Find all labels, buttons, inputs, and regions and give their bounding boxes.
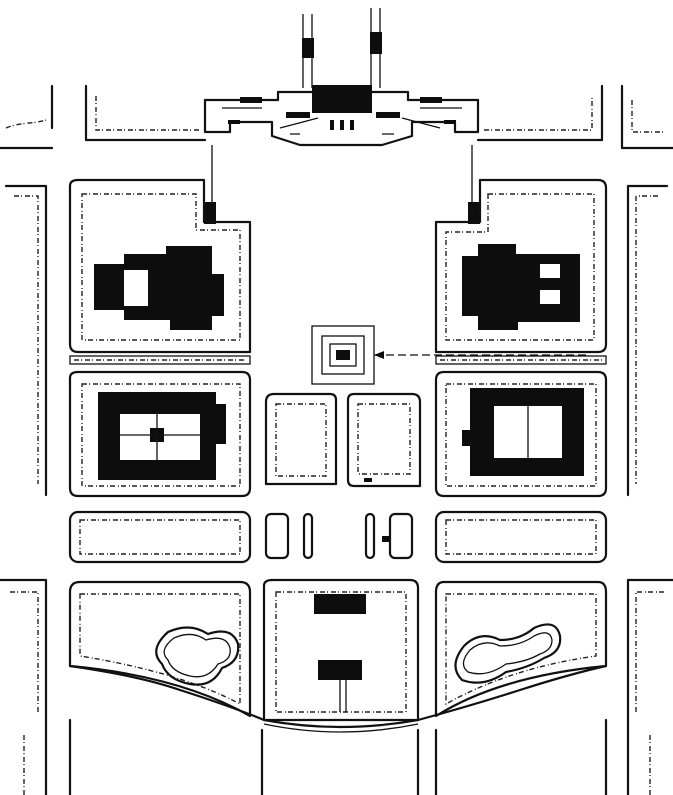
top-left-block (0, 84, 207, 150)
park-central (262, 578, 420, 722)
top-right-block (476, 84, 673, 150)
waterfront (23, 664, 651, 795)
park-west (68, 580, 252, 718)
left-perimeter (0, 184, 48, 722)
block-east-2 (434, 370, 608, 498)
main-building (203, 85, 480, 147)
promenade-strips (69, 355, 607, 365)
block-east-1 (434, 178, 608, 354)
central-monument (311, 325, 590, 385)
row-3-strips (68, 510, 608, 564)
central-pair (264, 392, 422, 488)
block-west-1 (68, 178, 252, 354)
right-perimeter (626, 184, 673, 722)
park-east (434, 580, 608, 718)
north-avenue (302, 8, 382, 88)
block-west-2 (68, 370, 252, 498)
forecourt (204, 145, 480, 224)
